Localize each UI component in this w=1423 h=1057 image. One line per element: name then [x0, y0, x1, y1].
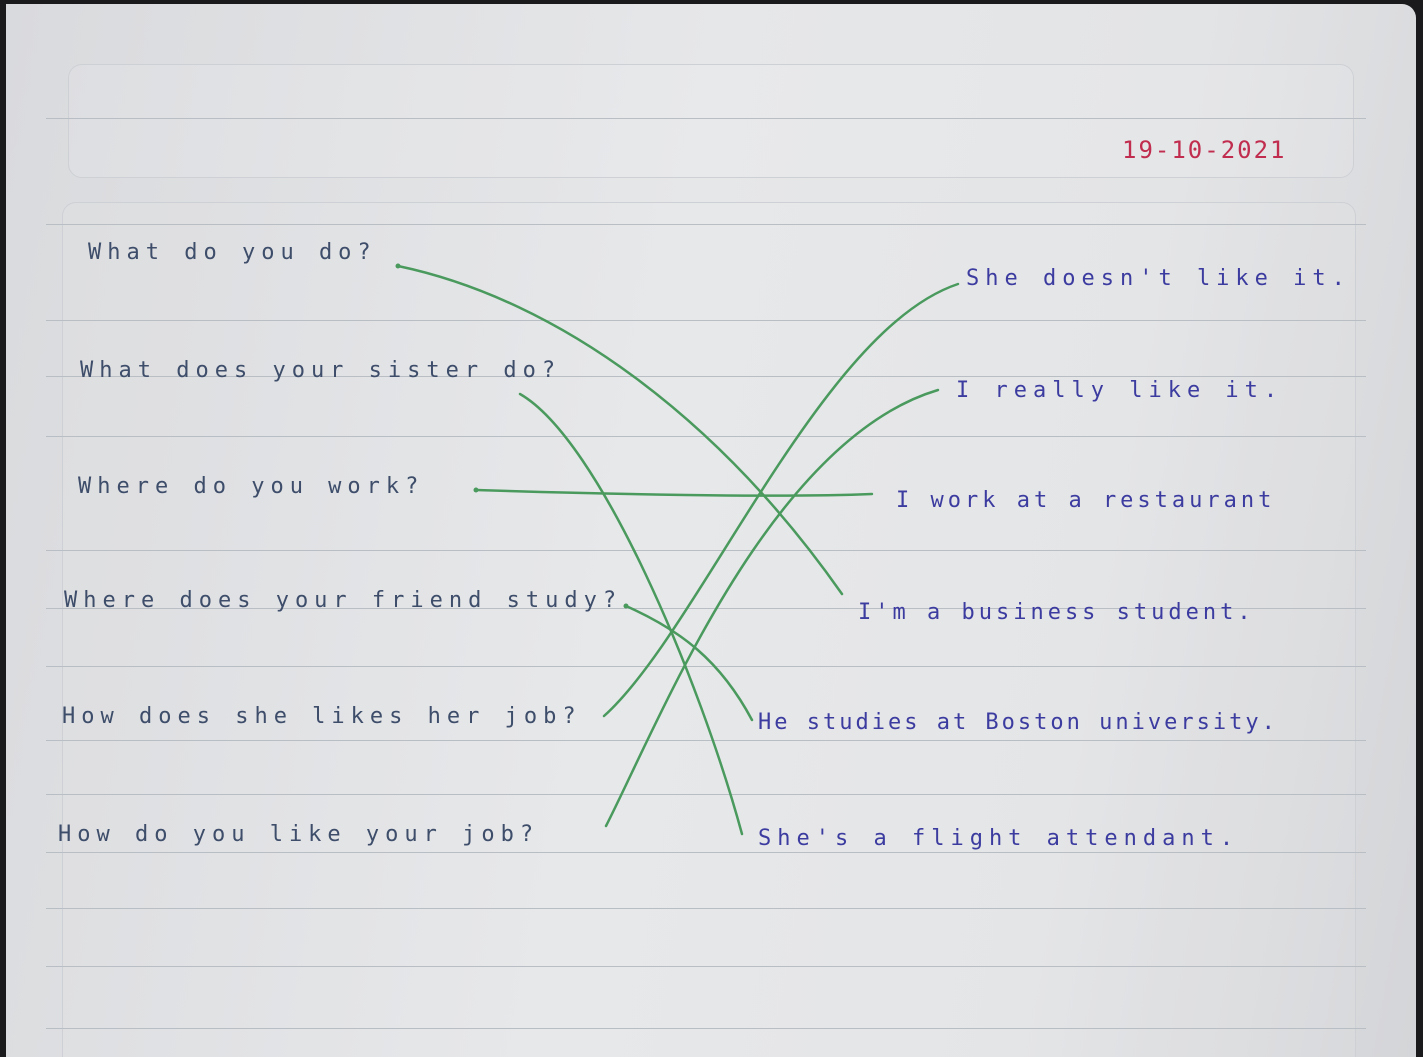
- answer-5: He studies at Boston university.: [758, 710, 1278, 735]
- connector-line: [624, 604, 754, 722]
- ruled-line: [46, 740, 1366, 741]
- body-box: [62, 202, 1356, 1057]
- ruled-line: [46, 1028, 1366, 1029]
- question-6: How do you like your job?: [58, 822, 540, 847]
- ruled-line: [46, 666, 1366, 667]
- connector-dot: [395, 263, 401, 269]
- notebook-page: [6, 4, 1416, 1057]
- answer-1: She doesn't like it.: [966, 266, 1351, 291]
- ruled-line: [46, 550, 1366, 551]
- ruled-line: [46, 608, 1366, 609]
- question-3: Where do you work?: [78, 474, 425, 499]
- answer-4: I'm a business student.: [858, 600, 1255, 625]
- connector-line: [518, 392, 744, 836]
- question-5: How does she likes her job?: [62, 704, 582, 729]
- date-written: 19-10-2021: [1122, 136, 1287, 164]
- connector-line: [604, 388, 940, 828]
- ruled-line: [46, 376, 1366, 377]
- answer-6: She's a flight attendant.: [758, 826, 1240, 851]
- ruled-line: [46, 794, 1366, 795]
- question-4: Where does your friend study?: [64, 588, 623, 613]
- header-box: [68, 64, 1354, 178]
- ruled-line: [46, 908, 1366, 909]
- connector-line: [396, 264, 844, 596]
- connector-line: [474, 488, 874, 497]
- connector-line: [602, 282, 960, 718]
- ruled-line: [46, 852, 1366, 853]
- ruled-line: [46, 118, 1366, 119]
- ruled-line: [46, 320, 1366, 321]
- question-2: What does your sister do?: [80, 358, 562, 383]
- answer-2: I really like it.: [956, 378, 1284, 403]
- connector-dot: [623, 603, 629, 609]
- question-1: What do you do?: [88, 240, 377, 265]
- answer-3: I work at a restaurant: [896, 488, 1276, 513]
- ruled-line: [46, 966, 1366, 967]
- ruled-line: [46, 224, 1366, 225]
- connector-dot: [473, 487, 479, 493]
